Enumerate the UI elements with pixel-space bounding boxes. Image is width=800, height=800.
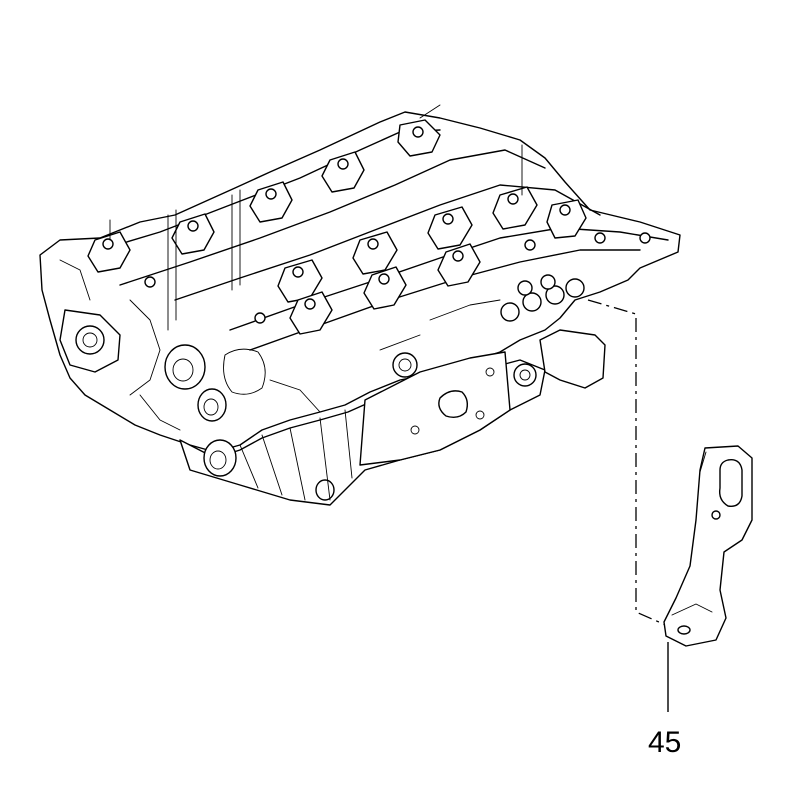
callout-45-label: 45 xyxy=(648,726,681,759)
cylinder-head-assembly-icon xyxy=(39,104,681,506)
engine-mount-bracket-icon xyxy=(663,445,753,647)
assembly-alignment-line xyxy=(587,299,669,627)
